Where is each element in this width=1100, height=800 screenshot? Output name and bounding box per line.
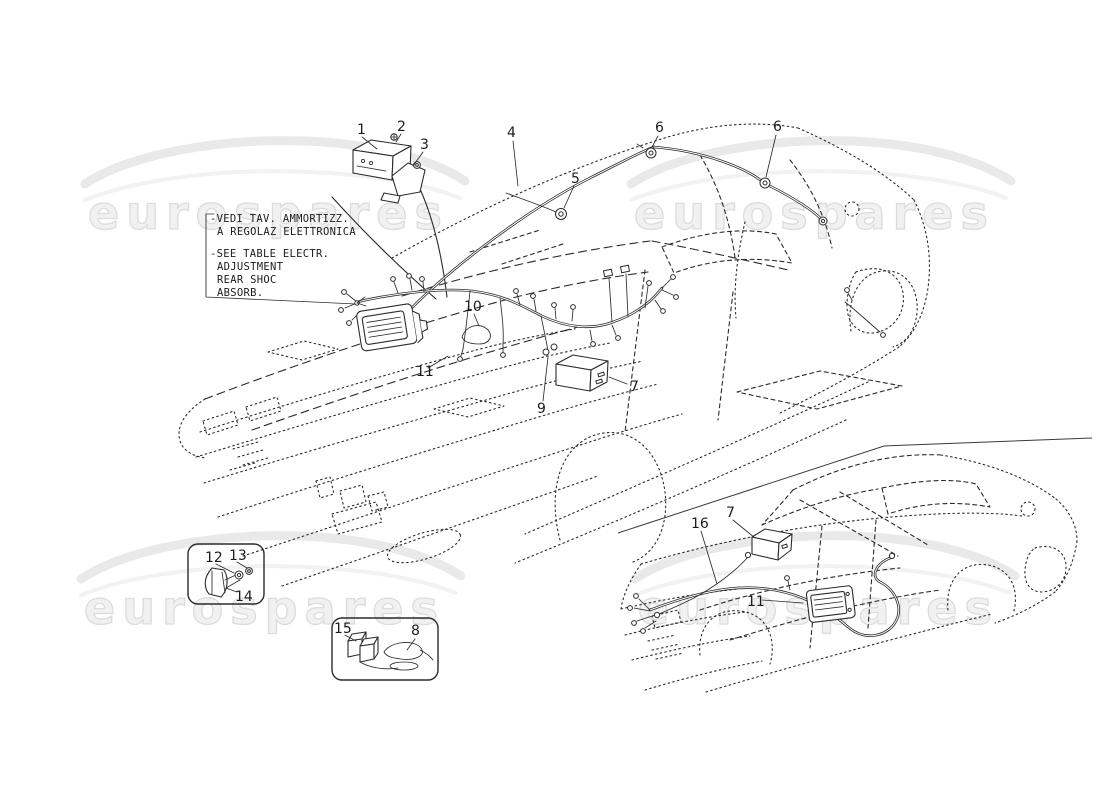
door-harness xyxy=(844,287,886,338)
inset-box-sensor: 12 13 14 xyxy=(187,543,265,605)
watermark-text: eurospares xyxy=(84,581,445,635)
grommet-6b xyxy=(759,177,771,189)
callout-15: 15 xyxy=(334,621,352,637)
callout-12: 12 xyxy=(205,550,223,566)
note-line-6: ABSORB. xyxy=(217,287,263,299)
callout-6b: 6 xyxy=(773,119,782,135)
rear-fuse-box-part11 xyxy=(805,585,856,623)
car-body-outline xyxy=(178,123,930,587)
grommet-6a xyxy=(636,143,657,159)
bolt-part2 xyxy=(390,133,398,141)
callout-7b: 7 xyxy=(726,505,735,521)
callout-11b: 11 xyxy=(747,594,765,610)
watermark-text: eurospares xyxy=(634,186,995,240)
rear-module-part7 xyxy=(751,528,793,561)
callouts-main: 1 2 3 4 5 6 6 10 11 9 7 xyxy=(357,119,782,417)
fuse-box-part11 xyxy=(356,303,429,352)
callout-5: 5 xyxy=(571,171,580,187)
callout-10: 10 xyxy=(464,299,482,315)
note-line-4: ADJUSTMENT xyxy=(217,261,284,273)
callout-7: 7 xyxy=(630,379,639,395)
callout-11: 11 xyxy=(416,364,434,380)
connector-stubs xyxy=(338,264,679,362)
callout-1: 1 xyxy=(357,122,366,138)
note-line-1: -VEDI TAV. AMMORTIZZ. xyxy=(210,213,349,225)
grommet-5 xyxy=(555,208,567,220)
callout-4: 4 xyxy=(507,125,516,141)
callout-13: 13 xyxy=(229,548,247,564)
note-line-5: REAR SHOC xyxy=(217,274,277,286)
callout-9: 9 xyxy=(537,401,546,417)
callout-3: 3 xyxy=(420,137,429,153)
bracket-part3 xyxy=(380,161,426,204)
rear-harness xyxy=(627,551,900,637)
callout-16: 16 xyxy=(691,516,709,532)
rear-inset: 16 7 11 xyxy=(617,437,1093,693)
ecu-box-part7 xyxy=(555,354,609,392)
watermark-top-right: eurospares xyxy=(626,136,1016,241)
note-box: -VEDI TAV. AMMORTIZZ. A REGOLAZ ELETTRON… xyxy=(205,213,367,307)
inset-box-relays: 15 8 xyxy=(331,617,439,681)
roof-harness xyxy=(400,145,828,320)
watermark-bottom-left: eurospares xyxy=(76,531,466,636)
note-line-3: -SEE TABLE ELECTR. xyxy=(210,248,329,260)
note-line-2: A REGOLAZ ELETTRONICA xyxy=(217,226,356,238)
dashboard-harness xyxy=(338,264,886,362)
callout-8: 8 xyxy=(411,623,420,639)
callout-2: 2 xyxy=(397,119,406,135)
callout-6a: 6 xyxy=(655,120,664,136)
callouts-rear-inset: 16 7 11 xyxy=(691,505,804,610)
callout-14: 14 xyxy=(235,589,253,605)
